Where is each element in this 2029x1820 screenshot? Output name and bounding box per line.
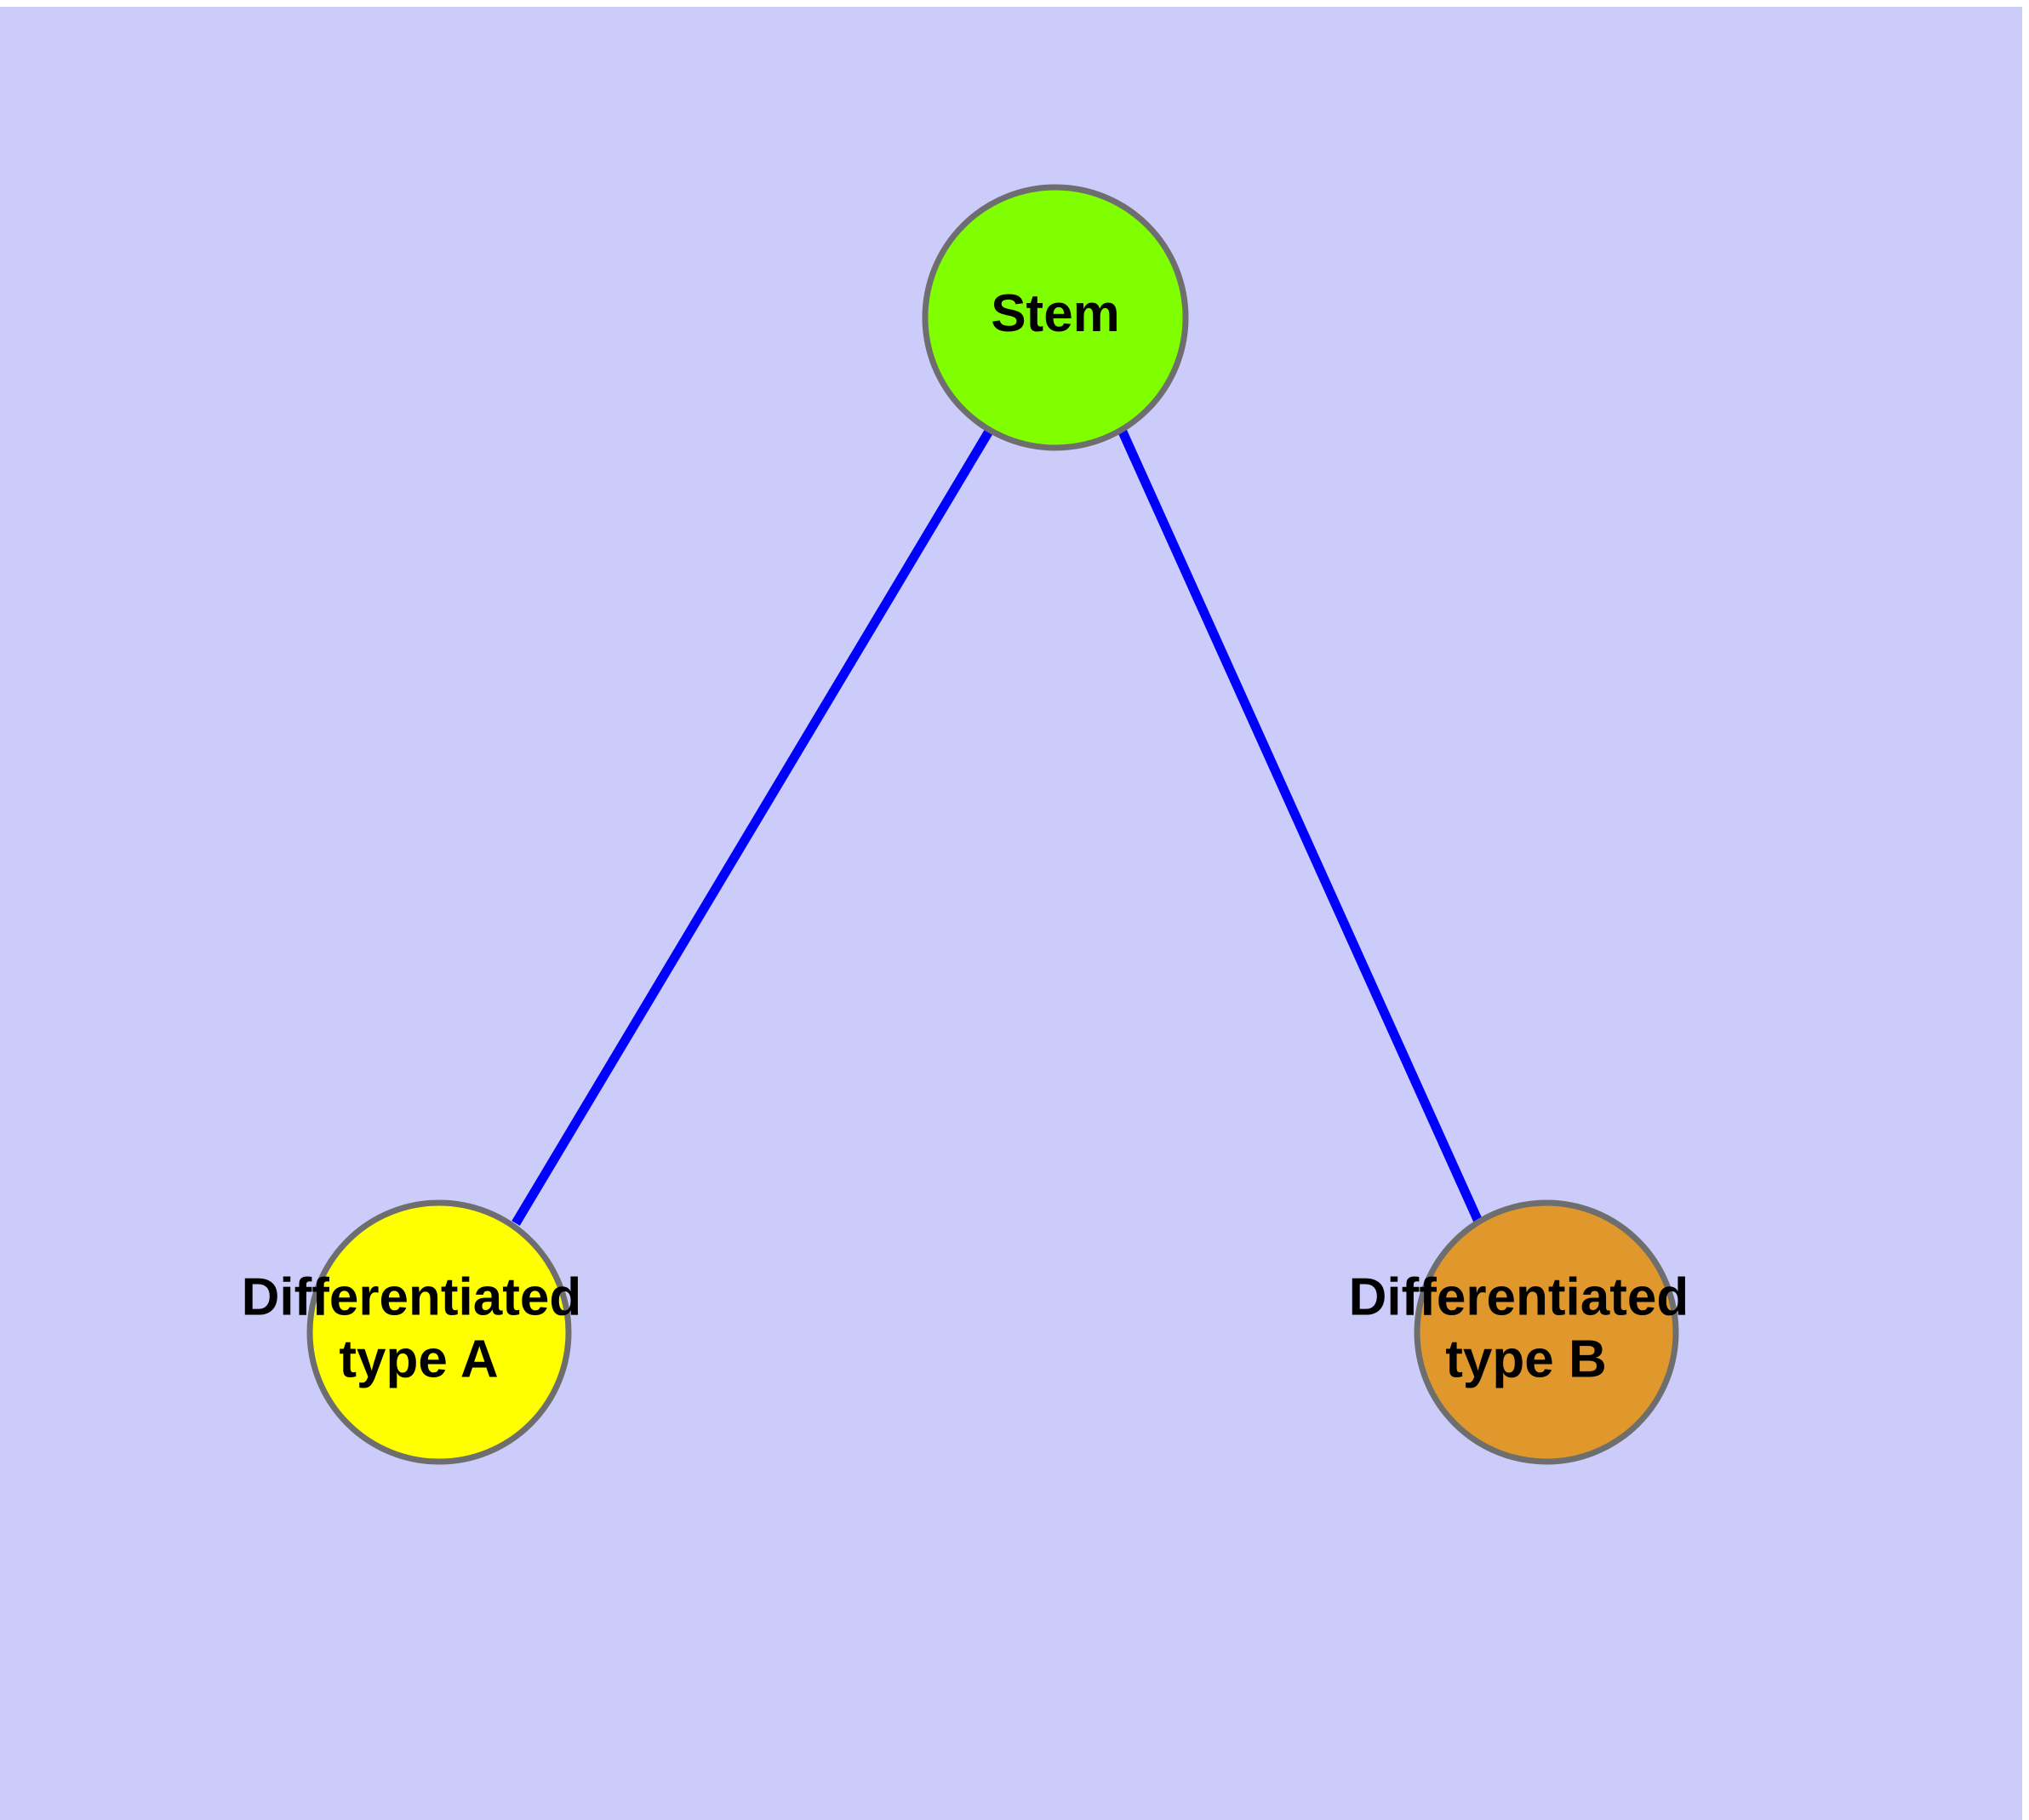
edge-group <box>512 427 1484 1226</box>
edge-stem-to-differentiated-type-a[interactable] <box>512 427 994 1226</box>
node-differentiated-type-a-label: Differentiated type A <box>242 1268 597 1389</box>
node-differentiated-type-b-label: Differentiated type B <box>1349 1268 1704 1389</box>
node-differentiated-type-b-label-line2: type B <box>1445 1331 1606 1389</box>
node-differentiated-type-a[interactable] <box>306 1199 572 1465</box>
node-group: Stem <box>306 184 1679 1465</box>
node-stem-label: Stem <box>991 284 1120 343</box>
node-differentiated-type-b-label-line1: Differentiated <box>1349 1268 1689 1327</box>
leaf-label-group: Differentiated type A Differentiated typ… <box>242 1268 1704 1389</box>
edge-stem-to-differentiated-type-b[interactable] <box>1117 427 1484 1226</box>
node-stem-circle[interactable] <box>922 184 1189 451</box>
node-differentiated-type-b-circle[interactable] <box>1414 1199 1679 1465</box>
node-stem-label-line1: Stem <box>991 284 1120 343</box>
node-differentiated-type-a-label-line1: Differentiated <box>242 1268 582 1327</box>
node-differentiated-type-a-circle[interactable] <box>306 1199 572 1465</box>
node-differentiated-type-b[interactable] <box>1414 1199 1679 1465</box>
node-stem[interactable]: Stem <box>922 184 1189 451</box>
node-differentiated-type-a-label-line2: type A <box>339 1331 498 1389</box>
